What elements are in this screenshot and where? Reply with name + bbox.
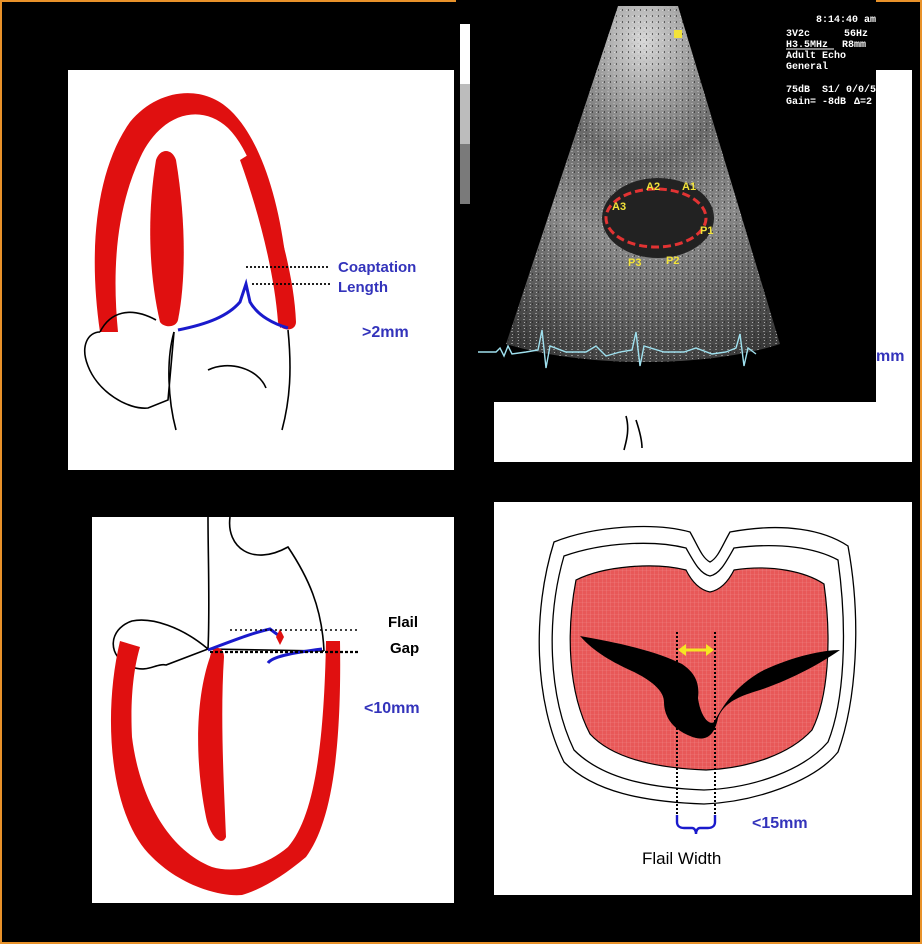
coaptation-heart-diagram: Coaptation Length >2mm: [68, 70, 454, 470]
septum: [150, 151, 184, 326]
echo-scan: A2 A1 A3 P1 P3 P2 8:14:40 am 3V2c 56Hz H…: [456, 0, 876, 402]
echo-db: 75dB: [786, 84, 810, 96]
echo-rate: 56Hz: [844, 29, 868, 40]
mitral-leaflets: [178, 284, 288, 330]
flail-width-threshold: <15mm: [752, 815, 808, 832]
segment-p2: P2: [666, 255, 679, 267]
probe-marker: [674, 30, 682, 38]
flail-gap-panel: Flail Gap <10mm: [92, 517, 454, 903]
echo-probe: 3V2c: [786, 29, 810, 40]
echo-gain: Gain= -8dB: [786, 96, 846, 108]
coaptation-length-panel: Coaptation Length >2mm: [68, 70, 454, 470]
flail-width-brace: [677, 815, 715, 834]
flail-label: Flail: [388, 614, 418, 631]
flail-width-diagram: <15mm Flail Width: [494, 502, 912, 895]
flail-gap-threshold: <10mm: [364, 700, 420, 717]
mitral-leaflets-flail: [208, 629, 322, 663]
gap-label: Gap: [390, 640, 419, 657]
echo-image: A2 A1 A3 P1 P3 P2 8:14:40 am 3V2c 56Hz H…: [456, 0, 876, 402]
papillary-left: [198, 648, 226, 841]
segment-p1: P1: [700, 225, 713, 237]
flail-marker: [276, 629, 284, 645]
flail-width-label: Flail Width: [642, 849, 721, 868]
flail-width-panel: <15mm Flail Width: [494, 502, 912, 895]
echo-s1: S1/ 0/0/5: [822, 84, 876, 96]
segment-a1: A1: [682, 181, 696, 193]
segment-a3: A3: [612, 201, 626, 213]
lv-wall-right: [240, 150, 296, 330]
echo-preset-1: Adult Echo: [786, 50, 846, 62]
echo-delta: Δ=2: [854, 97, 872, 108]
coaptation-threshold: >2mm: [362, 324, 409, 341]
length-label: Length: [338, 279, 388, 296]
echo-preset-2: General: [786, 61, 828, 73]
segment-a2: A2: [646, 181, 660, 193]
echo-time: 8:14:40 am: [816, 15, 876, 26]
lv-wall-left: [111, 641, 340, 895]
aorta-outline: [100, 312, 290, 430]
left-atrium-outline: [85, 332, 174, 408]
echo-depth: R8mm: [842, 40, 866, 51]
partial-threshold-label: mm: [876, 348, 904, 366]
partial-heart-outline: [624, 416, 642, 450]
coaptation-label: Coaptation: [338, 259, 416, 276]
segment-p3: P3: [628, 257, 641, 269]
flail-gap-heart-diagram: Flail Gap <10mm: [92, 517, 454, 903]
